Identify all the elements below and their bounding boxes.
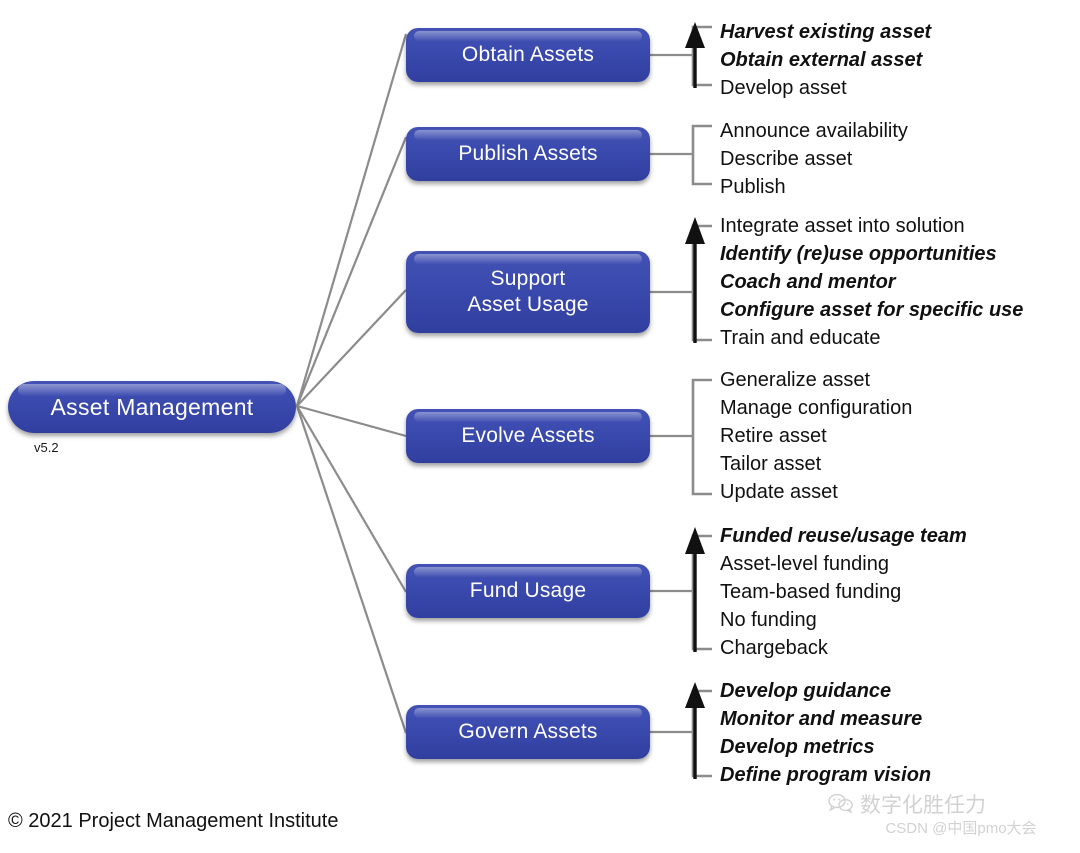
branch-node-publish-assets[interactable]: Publish Assets [406,127,650,181]
list-item: Obtain external asset [720,49,923,71]
item-list-fund-usage: Funded reuse/usage team Asset-level fund… [720,522,967,662]
version-label: v5.2 [34,440,59,455]
list-item: Chargeback [720,637,828,659]
central-node[interactable]: Asset Management [8,381,296,433]
list-item: Funded reuse/usage team [720,525,967,547]
spoke-evolve-assets [296,404,407,438]
wechat-icon [828,793,854,819]
list-item: Train and educate [720,327,881,349]
central-node-label: Asset Management [50,393,254,420]
watermark-title-row: 数字化胜任力 [828,793,1072,819]
item-list-obtain-assets: Harvest existing asset Obtain external a… [720,18,931,102]
list-item: Configure asset for specific use [720,299,1024,321]
branch-node-label: Fund Usage [469,579,587,602]
list-item: Asset-level funding [720,553,889,575]
spoke-support-asset-usage [296,289,407,407]
list-item: Define program vision [720,764,932,786]
branch-node-label: Evolve Assets [461,424,595,447]
item-list-evolve-assets: Generalize asset Manage configuration Re… [720,366,912,506]
list-item: Harvest existing asset [720,21,932,43]
list-item: Integrate asset into solution [720,215,965,237]
spoke-govern-assets [295,405,408,734]
spoke-fund-usage [296,405,407,593]
arrow-govern-assets [685,682,705,779]
list-item: Publish [720,176,786,198]
bracket-publish-assets [691,124,712,186]
list-item: Describe asset [720,148,853,170]
bracket-evolve-assets [691,378,712,496]
branch-node-obtain-assets[interactable]: Obtain Assets [406,28,650,82]
arrow-obtain-assets [685,22,705,88]
branch-node-label: Support Asset Usage [467,266,588,318]
copyright-text: © 2021 Project Management Institute [8,810,339,832]
list-item: Develop asset [720,77,847,99]
list-item: Retire asset [720,425,827,447]
watermark-title: 数字化胜任力 [860,794,986,817]
bracket-govern-assets [691,689,712,778]
watermark-subtitle: CSDN @中国pmo大会 [885,820,1037,837]
branch-node-label: Publish Assets [458,142,598,165]
arrow-support-asset-usage [685,217,705,343]
list-item: Monitor and measure [720,708,923,730]
list-item: Develop guidance [720,680,892,702]
branch-node-govern-assets[interactable]: Govern Assets [406,705,650,759]
bracket-obtain-assets [691,25,712,87]
list-item: Develop metrics [720,736,875,758]
branch-node-fund-usage[interactable]: Fund Usage [406,564,650,618]
bracket-support-asset-usage [691,224,712,342]
branch-node-label-line1: Support [490,267,566,290]
watermark: 数字化胜任力 CSDN @中国pmo大会 [828,793,1072,839]
item-list-support-asset-usage: Integrate asset into solution Identify (… [720,212,1023,352]
bracket-fund-usage [691,534,712,651]
branch-node-label: Govern Assets [458,720,598,743]
branch-node-evolve-assets[interactable]: Evolve Assets [406,409,650,463]
list-item: Coach and mentor [720,271,896,293]
list-item: Update asset [720,481,838,503]
list-item: Team-based funding [720,581,902,603]
list-item: Identify (re)use opportunities [720,243,997,265]
branch-node-label-line2: Asset Usage [467,293,589,316]
list-item: No funding [720,609,817,631]
item-list-govern-assets: Develop guidance Monitor and measure Dev… [720,677,931,789]
list-item: Tailor asset [720,453,822,475]
spoke-obtain-assets [295,33,408,407]
list-item: Announce availability [720,120,908,142]
branch-node-label: Obtain Assets [461,43,595,66]
list-item: Generalize asset [720,369,871,391]
arrow-fund-usage [685,527,705,652]
item-list-publish-assets: Announce availability Describe asset Pub… [720,117,908,201]
branch-node-support-asset-usage[interactable]: Support Asset Usage [406,251,650,333]
list-item: Manage configuration [720,397,913,419]
spoke-publish-assets [295,136,408,407]
